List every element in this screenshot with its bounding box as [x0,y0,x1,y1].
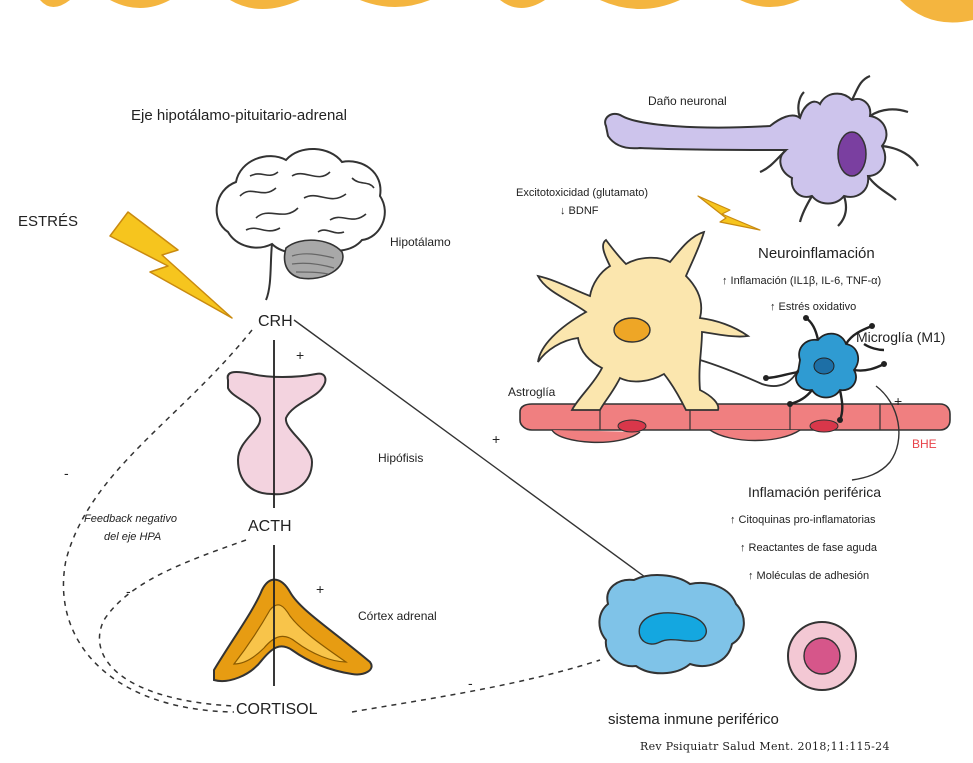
peripheral-item-acute-phase: ↑ Reactantes de fase aguda [740,543,877,554]
immune-system-label: sistema inmune periférico [608,712,779,727]
adrenal-cortex-icon [214,580,372,681]
oxidative-stress-label: ↑ Estrés oxidativo [770,302,856,313]
feedback-label-line1: Feedback negativo [84,514,177,525]
peripheral-inflammation-title: Inflamación periférica [748,485,881,499]
inflammation-cytokines-label: ↑ Inflamación (IL1β, IL-6, TNF-α) [722,276,881,287]
pituitary-label: Hipófisis [378,452,423,464]
neuronal-damage-label: Daño neuronal [648,95,727,107]
acth-label: ACTH [248,519,292,535]
plus-sign-immune: + [492,432,500,446]
minus-sign-acth-feedback: - [126,584,131,598]
macrophage-icon [599,575,743,673]
bdnf-label: ↓ BDNF [560,206,599,217]
stress-lightning-icon [110,212,232,318]
stress-label: ESTRÉS [18,214,78,229]
plus-sign-crh: + [296,348,304,362]
hypothalamus-label: Hipotálamo [390,236,451,248]
minus-sign-immune: - [468,676,473,690]
microglia-label: Microglía (M1) [856,330,945,344]
peripheral-item-adhesion: ↑ Moléculas de adhesión [748,571,869,582]
plus-sign-bbb: + [894,394,902,408]
excitotoxicity-label: Excitotoxicidad (glutamato) [516,188,648,199]
plus-sign-acth: + [316,582,324,596]
cortisol-to-immune-dashed-line [352,660,600,712]
minus-sign-feedback: - [64,466,69,480]
citation: Rev Psiquiatr Salud Ment. 2018;11:115-24 [640,741,890,752]
adrenal-cortex-label: Córtex adrenal [358,610,437,622]
cortisol-label: CORTISOL [236,702,318,718]
brain-icon [217,149,385,300]
feedback-label-line2: del eje HPA [104,532,161,543]
lymphocyte-icon [788,622,856,690]
pituitary-gland-icon [228,372,326,494]
bbb-to-peripheral-line [852,386,899,480]
top-banner-fragment [0,0,973,23]
diagram-title: Eje hipotálamo-pituitario-adrenal [131,108,347,123]
peripheral-item-cytokines: ↑ Citoquinas pro-inflamatorias [730,515,876,526]
neuroinflammation-label: Neuroinflamación [758,246,875,261]
excitotoxicity-lightning-icon [698,196,760,230]
bbb-label: BHE [912,438,937,450]
crh-label: CRH [258,314,293,330]
astroglia-label: Astroglía [508,386,555,398]
